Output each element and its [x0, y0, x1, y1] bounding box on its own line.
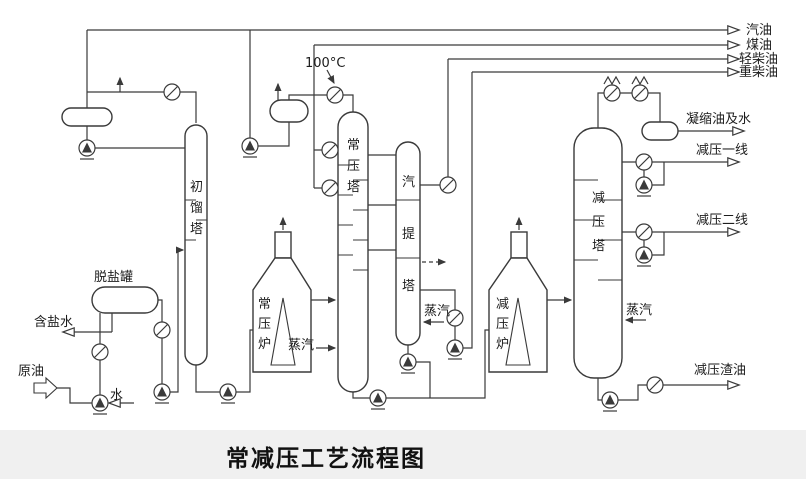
overhead-drum-initial [61, 107, 113, 127]
vacuum-furnace-vessel [488, 231, 548, 373]
label-vacuum-line-1: 减压一线 [696, 143, 749, 158]
pump-icon [153, 383, 171, 404]
label-desalter: 脱盐罐 [94, 270, 134, 285]
label-condensed-oil-water: 凝缩油及水 [686, 112, 752, 127]
heat-exchanger-icon [646, 376, 664, 394]
pump-icon [399, 353, 417, 374]
label-vacuum-tower: 减压塔 [591, 191, 605, 254]
label-steam-stripper: 蒸汽 [424, 304, 451, 319]
pump-icon [446, 339, 464, 360]
pipes [33, 30, 743, 403]
tower-trays [185, 164, 622, 281]
heat-exchanger-icon [635, 153, 653, 171]
pump-icon [635, 176, 653, 197]
vacuum-tower-vessel [573, 127, 623, 379]
condensate-drum [641, 121, 679, 141]
steam-ejector-icon [631, 84, 649, 102]
atmospheric-tower-vessel [337, 111, 369, 393]
heat-exchanger-icon [163, 83, 181, 101]
label-initial-tower: 初馏塔 [189, 180, 203, 237]
label-vacuum-line-2: 减压二线 [696, 213, 749, 228]
atmospheric-furnace-vessel [252, 231, 312, 373]
pump-icon [369, 389, 387, 410]
pump-icon [635, 246, 653, 267]
label-heavy-diesel: 重柴油 [739, 65, 779, 80]
label-light-diesel: 轻柴油 [739, 52, 779, 67]
steam-ejector-icon [603, 84, 621, 102]
stripping-tower-vessel [395, 141, 421, 346]
pump-icon [601, 391, 619, 412]
pump-icon [91, 394, 109, 415]
heat-exchanger-icon [321, 179, 339, 197]
label-water: 水 [110, 388, 124, 403]
label-steam-atmospheric: 蒸汽 [288, 338, 315, 353]
label-crude-oil: 原油 [18, 364, 45, 379]
heat-exchanger-icon [153, 321, 171, 339]
label-atmospheric-furnace: 常压炉 [257, 297, 271, 352]
label-vacuum-residue: 减压渣油 [694, 363, 747, 378]
label-gasoline: 汽油 [746, 23, 773, 38]
label-kerosene: 煤油 [746, 38, 773, 53]
heat-exchanger-icon [326, 86, 344, 104]
label-salty-water: 含盐水 [34, 315, 74, 330]
label-temperature: 100°C [305, 56, 346, 71]
caption-bar: 常减压工艺流程图 [0, 430, 806, 479]
pump-icon [241, 137, 259, 158]
label-vacuum-furnace: 减压炉 [495, 297, 509, 352]
heat-exchanger-icon [439, 176, 457, 194]
overhead-drum-atmospheric [269, 99, 309, 123]
heat-exchanger-icon [635, 223, 653, 241]
heat-exchanger-icon [91, 343, 109, 361]
label-steam-vacuum: 蒸汽 [626, 303, 653, 318]
diagram-title: 常减压工艺流程图 [226, 446, 426, 472]
label-stripping-tower: 汽提塔 [401, 175, 415, 294]
label-atmospheric-tower: 常压塔 [346, 138, 360, 195]
desalter-vessel [91, 286, 159, 314]
pump-icon [78, 139, 96, 160]
heat-exchanger-icon [321, 141, 339, 159]
initial-tower-vessel [184, 124, 208, 366]
pump-icon [219, 383, 237, 404]
